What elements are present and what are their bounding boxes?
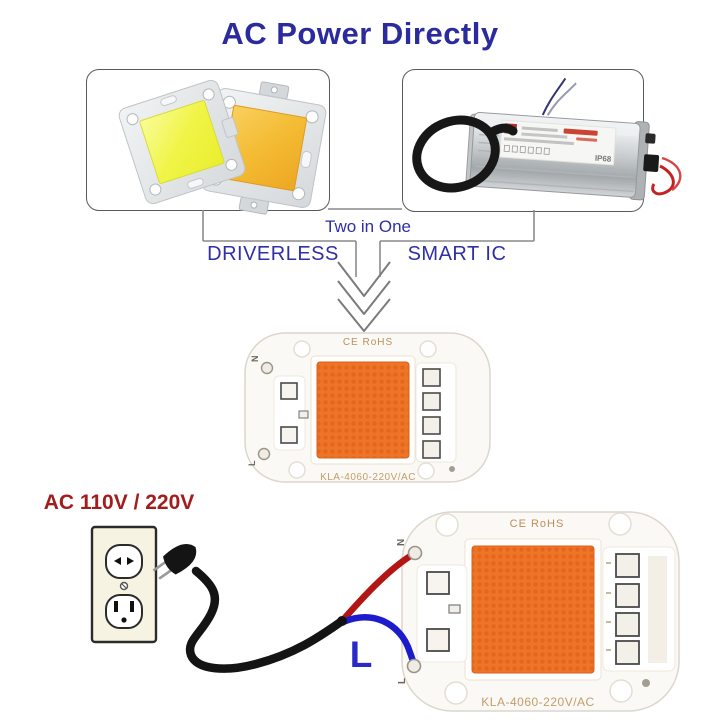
driver-label: IP68 <box>499 119 617 166</box>
led-driver-image: IP68 <box>412 77 682 201</box>
cob-chips-image <box>118 79 327 215</box>
cert-marking: CE RoHS <box>343 337 393 348</box>
model-marking: KLA-4060-220V/AC <box>320 472 416 483</box>
terminal-n-label: N <box>396 539 407 546</box>
mounting-holes <box>435 512 633 705</box>
driver-cert-icons <box>503 144 550 155</box>
terminal-l-label: L <box>397 678 408 684</box>
model-marking: KLA-4060-220V/AC <box>481 695 594 709</box>
smart-ic-block <box>416 564 468 663</box>
driver-input-wire-red2 <box>661 156 682 191</box>
wire-live-letter: L <box>350 634 373 675</box>
terminal-n-pad <box>407 545 423 561</box>
driver-input-wire-red <box>651 164 675 196</box>
driver-connector-small <box>645 133 656 144</box>
led-emitter-area <box>316 361 410 459</box>
driver-output-wire-blue <box>541 77 567 116</box>
cert-marking: CE RoHS <box>510 518 565 530</box>
terminal-l-pad <box>406 658 422 674</box>
page-title: AC Power Directly <box>221 16 499 51</box>
voltage-label: AC 110V / 220V <box>43 491 195 514</box>
power-cable <box>185 566 347 673</box>
terminal-n-pad <box>260 361 274 375</box>
driver-connector <box>643 154 660 172</box>
cable-split-junction <box>337 616 347 626</box>
live-wire-red <box>338 551 416 625</box>
driver-ip-rating: IP68 <box>595 154 613 164</box>
branch-label-smart-ic: SMART IC <box>407 243 507 265</box>
down-arrows-icon <box>337 261 391 332</box>
led-emitter-area <box>471 545 595 674</box>
wall-outlet-icon <box>90 525 158 644</box>
terminal-l-label: L <box>247 460 257 466</box>
merge-label: Two in One <box>325 217 411 236</box>
merge-bracket <box>202 208 535 277</box>
smart-ic-block <box>273 375 309 451</box>
terminal-strip <box>415 362 457 463</box>
mounting-holes <box>288 340 437 480</box>
fiducial-dot <box>449 466 455 472</box>
cob-module-small: N L CE RoHS KLA-4060-220V/AC <box>244 332 491 483</box>
terminal-n-label: N <box>250 356 260 363</box>
terminal-strip <box>602 546 676 672</box>
driver-output-wire-gray <box>546 82 577 116</box>
fiducial-dot <box>642 679 650 687</box>
cob-chip-white <box>118 79 246 205</box>
driver-cooling-fins <box>473 133 636 193</box>
terminal-l-pad <box>257 447 271 461</box>
pin-marks <box>606 562 611 651</box>
cob-module-large: N L CE RoHS KLA-4060-220V/AC <box>396 511 680 712</box>
driver-cable-loop <box>412 115 518 193</box>
power-plug-icon <box>152 544 197 580</box>
branch-label-driverless: DRIVERLESS <box>207 243 339 265</box>
